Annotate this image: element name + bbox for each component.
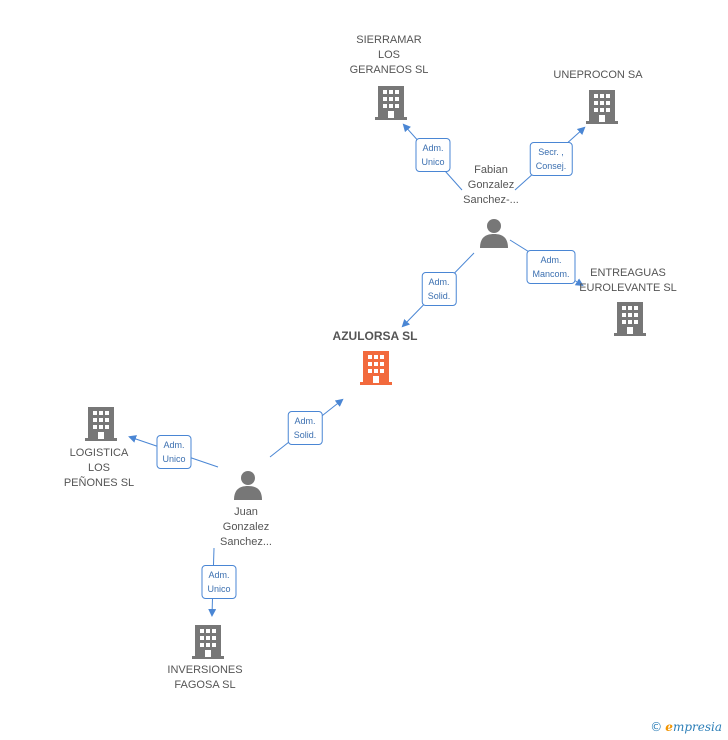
node-label-juan[interactable]: Juan Gonzalez Sanchez...	[220, 506, 272, 548]
brand-logo-text: mpresia	[672, 720, 722, 734]
node-label-azulorsa[interactable]: AZULORSA SL	[332, 329, 418, 343]
edge-label-fabian-uneprocon[interactable]: Secr. , Consej.	[529, 142, 573, 176]
building-icon-entreaguas[interactable]	[614, 302, 646, 336]
edge-label-fabian-sierramar[interactable]: Adm. Unico	[415, 138, 451, 172]
building-icon-sierramar[interactable]	[375, 86, 407, 120]
node-label-fabian[interactable]: Fabian Gonzalez Sanchez-...	[463, 164, 519, 206]
building-icon-uneprocon[interactable]	[586, 90, 618, 124]
brand-watermark: ©empresia	[650, 720, 722, 734]
building-icon-inversiones[interactable]	[192, 625, 224, 659]
edge-label-juan-inversiones[interactable]: Adm. Unico	[201, 565, 237, 599]
edge-label-juan-azulorsa[interactable]: Adm. Solid.	[287, 411, 323, 445]
brand-logo-e: e	[665, 720, 673, 734]
node-label-sierramar[interactable]: SIERRAMAR LOS GERANEOS SL	[349, 34, 429, 76]
building-icon-azulorsa[interactable]	[360, 351, 392, 385]
building-icon-logistica[interactable]	[85, 407, 117, 441]
edge-label-fabian-entreaguas[interactable]: Adm. Mancom.	[526, 250, 576, 284]
person-icon-juan[interactable]	[234, 471, 262, 500]
edge-label-fabian-azulorsa[interactable]: Adm. Solid.	[421, 272, 457, 306]
node-label-uneprocon[interactable]: UNEPROCON SA	[553, 69, 643, 81]
edge-label-juan-logistica[interactable]: Adm. Unico	[156, 435, 192, 469]
copyright-symbol: ©	[650, 720, 663, 734]
node-label-inversiones[interactable]: INVERSIONES FAGOSA SL	[167, 664, 243, 691]
person-icon-fabian[interactable]	[480, 219, 508, 248]
node-label-entreaguas[interactable]: ENTREAGUAS EUROLEVANTE SL	[579, 267, 677, 294]
node-label-logistica[interactable]: LOGISTICA LOS PEÑONES SL	[63, 447, 135, 489]
